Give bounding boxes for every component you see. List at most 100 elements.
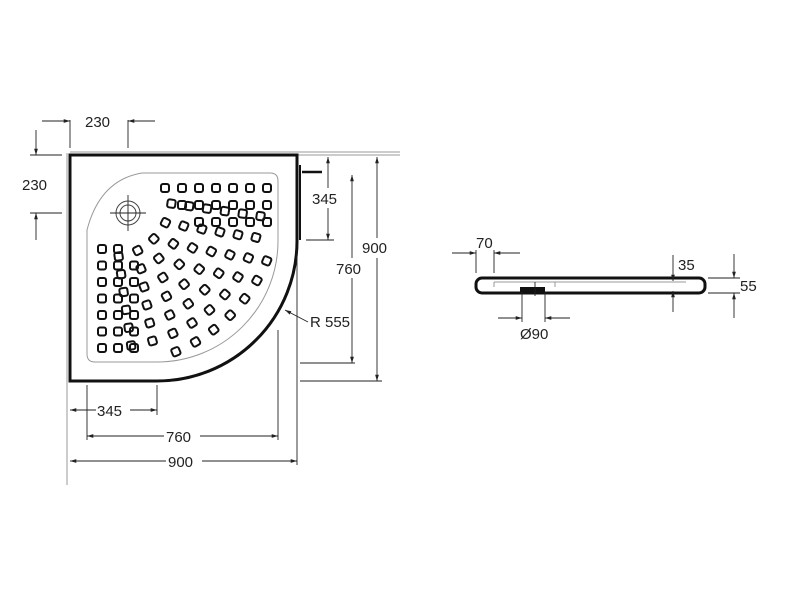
- anti-slip-square: [205, 245, 218, 258]
- anti-slip-square: [207, 323, 220, 336]
- anti-slip-square: [245, 200, 255, 210]
- anti-slip-square: [144, 317, 156, 329]
- anti-slip-square: [228, 183, 238, 193]
- anti-slip-square: [219, 288, 231, 301]
- anti-slip-square: [97, 343, 107, 353]
- anti-slip-square: [196, 223, 208, 235]
- anti-slip-square: [250, 231, 262, 243]
- anti-slip-square: [157, 271, 169, 284]
- anti-slip-square: [178, 220, 190, 232]
- anti-slip-square: [97, 310, 107, 320]
- anti-slip-square: [120, 304, 132, 316]
- anti-slip-square: [203, 304, 216, 316]
- anti-slip-square: [262, 217, 272, 227]
- dim-drain-offset: 70: [476, 235, 493, 252]
- anti-slip-square: [214, 226, 226, 238]
- dim-bottom-345: 345: [97, 403, 122, 420]
- dim-bottom-760: 760: [166, 429, 191, 446]
- tray-profile: [474, 276, 707, 295]
- anti-slip-square: [198, 283, 211, 296]
- anti-slip-square: [129, 277, 139, 287]
- anti-slip-square: [166, 198, 177, 209]
- anti-slip-square: [262, 200, 272, 210]
- anti-slip-square: [148, 233, 160, 245]
- anti-slip-square: [118, 286, 129, 298]
- dim-top-230: 230: [85, 114, 110, 131]
- anti-slip-square: [224, 249, 236, 261]
- anti-slip-square: [113, 251, 124, 262]
- anti-slip-square: [228, 200, 238, 210]
- dim-bottom-900: 900: [168, 454, 193, 471]
- anti-slip-square: [194, 183, 204, 193]
- anti-slip-square: [211, 200, 221, 210]
- anti-slip-square: [193, 263, 206, 275]
- anti-slip-square: [245, 217, 255, 227]
- dim-inner-depth: 35: [678, 257, 695, 274]
- anti-slip-square: [146, 335, 158, 347]
- anti-slip-square: [129, 293, 139, 304]
- anti-slip-square: [182, 297, 195, 310]
- anti-slip-square: [141, 299, 153, 311]
- anti-slip-square: [228, 217, 238, 227]
- anti-slip-square: [183, 200, 195, 212]
- dim-right-345: 345: [312, 191, 337, 208]
- anti-slip-square: [262, 183, 272, 193]
- anti-slip-square: [242, 252, 255, 264]
- anti-slip-square: [232, 271, 244, 283]
- anti-slip-square: [186, 317, 198, 329]
- anti-slip-square: [211, 217, 221, 227]
- anti-slip-square: [167, 327, 179, 340]
- anti-slip-square: [113, 326, 123, 337]
- anti-slip-square: [224, 309, 237, 322]
- anti-slip-square: [113, 293, 123, 304]
- anti-slip-square: [97, 277, 107, 287]
- anti-slip-square: [113, 343, 123, 353]
- anti-slip-square: [129, 343, 139, 353]
- anti-slip-square: [201, 203, 213, 214]
- anti-slip-square: [167, 238, 180, 250]
- anti-slip-square: [135, 263, 147, 275]
- anti-slip-square: [138, 281, 150, 293]
- anti-slip-square: [115, 268, 127, 280]
- anti-slip-pattern: [97, 183, 273, 358]
- anti-slip-square: [238, 292, 251, 305]
- anti-slip-square: [97, 244, 107, 254]
- anti-slip-square: [160, 183, 170, 193]
- anti-slip-square: [237, 208, 248, 219]
- dim-right-900: 900: [362, 240, 387, 257]
- anti-slip-square: [251, 274, 263, 287]
- anti-slip-square: [245, 183, 255, 193]
- anti-slip-square: [97, 260, 107, 271]
- anti-slip-square: [186, 242, 199, 254]
- anti-slip-square: [131, 244, 144, 257]
- dim-radius: R 555: [310, 314, 350, 331]
- anti-slip-square: [173, 258, 186, 271]
- anti-slip-square: [211, 183, 221, 193]
- anti-slip-square: [97, 326, 107, 337]
- dim-total-height: 55: [740, 278, 757, 295]
- anti-slip-square: [177, 183, 187, 193]
- drain-icon: [110, 195, 146, 231]
- dim-right-760: 760: [336, 261, 361, 278]
- anti-slip-square: [189, 336, 202, 348]
- dim-drain-diameter: Ø90: [520, 326, 548, 343]
- anti-slip-square: [232, 229, 244, 241]
- anti-slip-square: [113, 310, 123, 320]
- anti-slip-square: [129, 310, 139, 320]
- anti-slip-square: [125, 340, 137, 351]
- anti-slip-square: [255, 210, 266, 222]
- tray-outline: [68, 153, 299, 383]
- anti-slip-square: [170, 346, 182, 358]
- anti-slip-square: [261, 255, 273, 267]
- tray-basin: [86, 172, 279, 363]
- dim-left-230: 230: [22, 177, 47, 194]
- side-view: 70 Ø90 35 55: [452, 235, 757, 343]
- anti-slip-square: [159, 216, 172, 229]
- anti-slip-square: [194, 200, 204, 210]
- anti-slip-square: [123, 322, 134, 333]
- anti-slip-square: [212, 267, 225, 280]
- anti-slip-square: [178, 278, 190, 291]
- anti-slip-square: [164, 309, 176, 321]
- anti-slip-square: [153, 252, 165, 265]
